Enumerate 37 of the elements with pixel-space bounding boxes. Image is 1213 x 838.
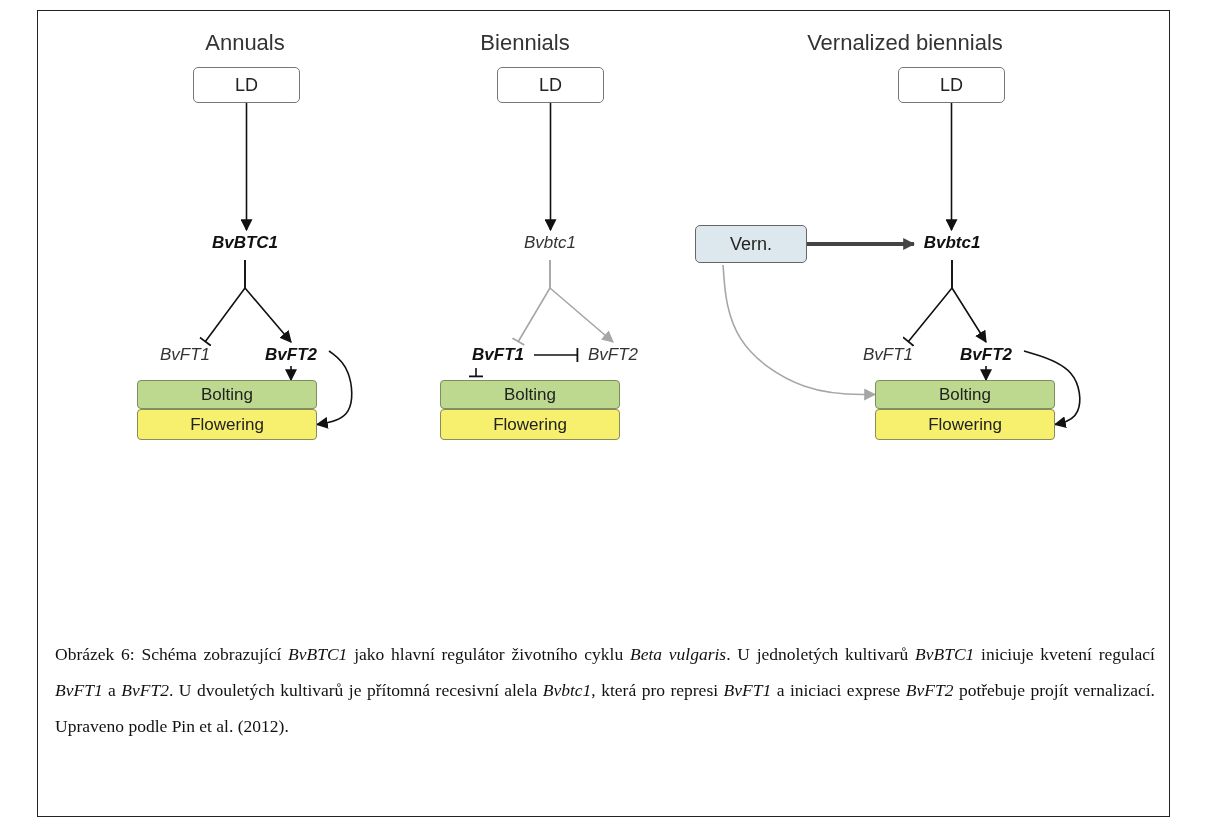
condition-box: LD [497, 67, 604, 103]
stage-box: Flowering [440, 409, 620, 440]
column-heading: Vernalized biennials [807, 30, 1003, 56]
stage-box: Flowering [137, 409, 317, 440]
stage-box: Bolting [137, 380, 317, 409]
gene-label: Bvbtc1 [510, 230, 590, 256]
gene-label: Bvbtc1 [914, 230, 990, 256]
arrow [240, 102, 253, 232]
gene-label: BvBTC1 [200, 230, 290, 256]
inhibition-line [533, 348, 579, 362]
arrow [980, 365, 992, 382]
stage-box: Bolting [875, 380, 1055, 409]
stage-box: Bolting [440, 380, 620, 409]
column-heading: Biennials [480, 30, 570, 56]
arrow [549, 259, 614, 343]
arrow [244, 259, 292, 343]
arrow [807, 238, 916, 250]
stage-box: Flowering [875, 409, 1055, 440]
inhibition-line [469, 367, 483, 378]
arrow [1023, 350, 1081, 429]
treatment-box: Vern. [695, 225, 807, 263]
column-heading: Annuals [205, 30, 285, 56]
gene-label: BvFT1 [853, 344, 923, 366]
condition-box: LD [193, 67, 300, 103]
arrow [945, 102, 958, 232]
arrow [722, 264, 877, 401]
arrow [315, 350, 353, 429]
gene-label: BvFT1 [462, 344, 534, 366]
arrow [544, 102, 557, 232]
arrow [951, 259, 987, 343]
gene-label: BvFT2 [950, 344, 1022, 366]
arrow [285, 365, 297, 382]
gene-label: BvFT2 [578, 344, 648, 366]
gene-label: BvFT1 [150, 344, 220, 366]
gene-label: BvFT2 [255, 344, 327, 366]
condition-box: LD [898, 67, 1005, 103]
figure-caption: Obrázek 6: Schéma zobrazující BvBTC1 jako hlavní regulátor životního cyklu Beta vulgaris. U jednoletých kultivarů BvBTC1 iniciuje kvetení regulací BvFT1 a BvFT2. U dvouletých kultivarů je přítomná recesivní alela Bvbtc1, která pro represi BvFT1 a iniciaci exprese BvFT2 potřebuje projít vernalizací. Upraveno podle Pin et al. (2012). [55, 643, 1155, 738]
